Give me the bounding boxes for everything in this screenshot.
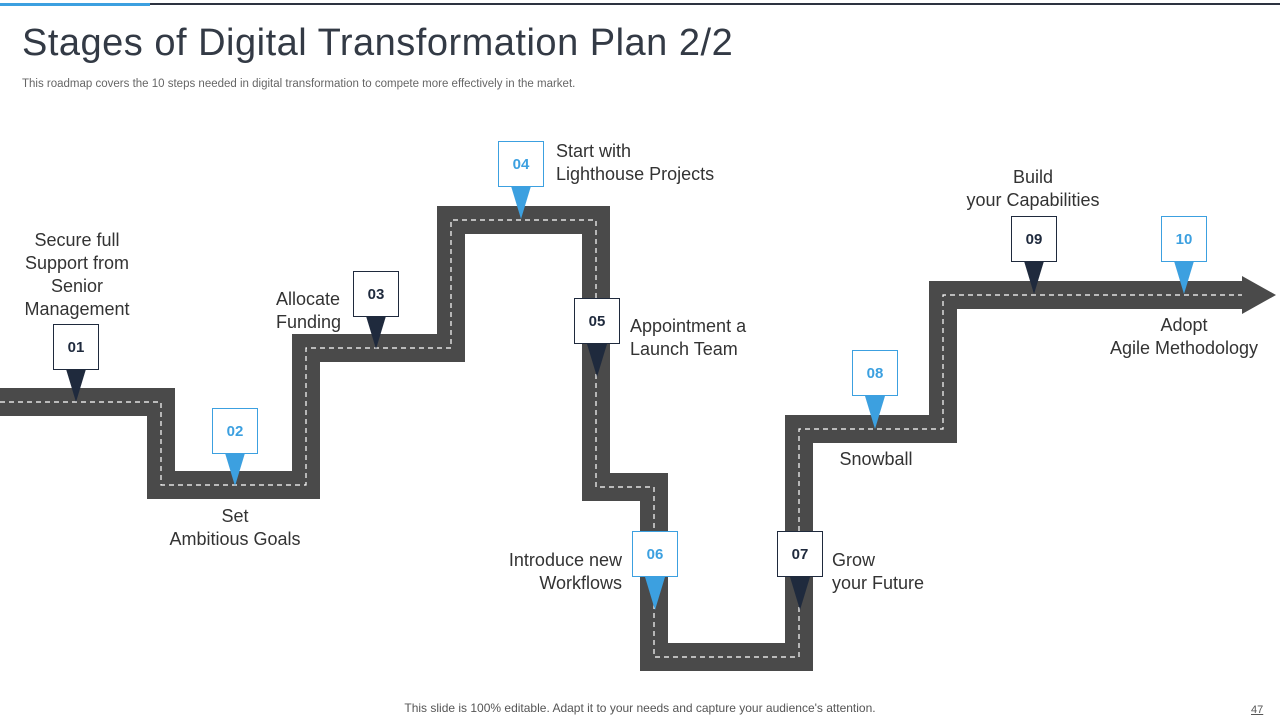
slide-title: Stages of Digital Transformation Plan 2/…	[22, 22, 734, 64]
step-label-line: Agile Methodology	[1109, 338, 1259, 358]
pointer-01	[66, 369, 86, 402]
step-label-line: Support from	[24, 253, 130, 273]
step-number-03: 03	[367, 285, 385, 303]
step-label-07: Grow your Future	[832, 549, 924, 595]
pointer-08	[865, 396, 885, 429]
pointer-09	[1024, 261, 1044, 294]
step-label-line: Snowball	[839, 449, 913, 469]
pointer-03	[366, 316, 386, 349]
step-number-01: 01	[67, 338, 85, 356]
step-label-01: Secure full Support from Senior Manageme…	[10, 229, 144, 321]
step-label-line: your Capabilities	[966, 190, 1100, 210]
step-marker-04: 04	[498, 141, 544, 187]
pointer-07	[790, 577, 810, 610]
step-label-line: Ambitious Goals	[169, 529, 301, 549]
step-label-line: Lighthouse Projects	[556, 164, 715, 184]
step-label-line: Secure full	[34, 230, 120, 250]
step-label-10: Adopt Agile Methodology	[1096, 314, 1272, 360]
step-label-03: Allocate Funding	[276, 288, 341, 334]
slide-subtitle: This roadmap covers the 10 steps needed …	[22, 78, 576, 90]
step-label-05: Appointment a Launch Team	[630, 315, 746, 361]
step-marker-09: 09	[1011, 216, 1057, 262]
top-rule-accent	[0, 3, 150, 6]
step-marker-06: 06	[632, 531, 678, 577]
step-number-02: 02	[226, 422, 244, 440]
pointer-06	[645, 577, 665, 610]
pointer-02	[225, 453, 245, 486]
step-label-line: your Future	[832, 573, 925, 593]
step-number-08: 08	[866, 364, 884, 382]
step-label-08: Snowball	[816, 448, 936, 471]
step-marker-08: 08	[852, 350, 898, 396]
step-marker-01: 01	[53, 324, 99, 370]
step-label-02: Set Ambitious Goals	[150, 505, 320, 551]
step-number-05: 05	[588, 312, 606, 330]
step-number-09: 09	[1025, 230, 1043, 248]
step-marker-07: 07	[777, 531, 823, 577]
step-marker-03: 03	[353, 271, 399, 317]
step-label-line: Build	[1012, 167, 1054, 187]
step-marker-05: 05	[574, 298, 620, 344]
step-label-line: Start with	[556, 141, 632, 161]
step-label-line: Senior	[50, 276, 104, 296]
step-marker-10: 10	[1161, 216, 1207, 262]
marker-pointers	[66, 186, 1194, 610]
top-rule	[0, 3, 1280, 5]
page-number: 47	[1251, 704, 1264, 716]
step-number-04: 04	[512, 155, 530, 173]
road-arrowhead	[1242, 276, 1276, 314]
step-label-line: Launch Team	[630, 339, 738, 359]
step-label-line: Set	[221, 506, 249, 526]
step-label-line: Management	[24, 299, 130, 319]
step-label-line: Appointment a	[630, 316, 747, 336]
step-marker-02: 02	[212, 408, 258, 454]
step-number-10: 10	[1175, 230, 1193, 248]
step-label-09: Build your Capabilities	[944, 166, 1122, 212]
step-label-06: Introduce new Workflows	[482, 549, 622, 595]
step-label-line: Grow	[832, 550, 876, 570]
step-label-line: Workflows	[539, 573, 622, 593]
pointer-05	[587, 344, 607, 377]
step-number-06: 06	[646, 545, 664, 563]
pointer-04	[511, 186, 531, 219]
slide-footer: This slide is 100% editable. Adapt it to…	[404, 701, 876, 715]
road-centerline	[0, 219, 1246, 658]
step-label-line: Adopt	[1160, 315, 1208, 335]
step-label-line: Allocate	[276, 289, 341, 309]
pointer-10	[1174, 261, 1194, 294]
road-body	[0, 206, 1246, 671]
step-label-04: Start with Lighthouse Projects	[556, 140, 714, 186]
step-label-line: Introduce new	[508, 550, 622, 570]
step-label-line: Funding	[276, 312, 342, 332]
step-number-07: 07	[791, 545, 809, 563]
